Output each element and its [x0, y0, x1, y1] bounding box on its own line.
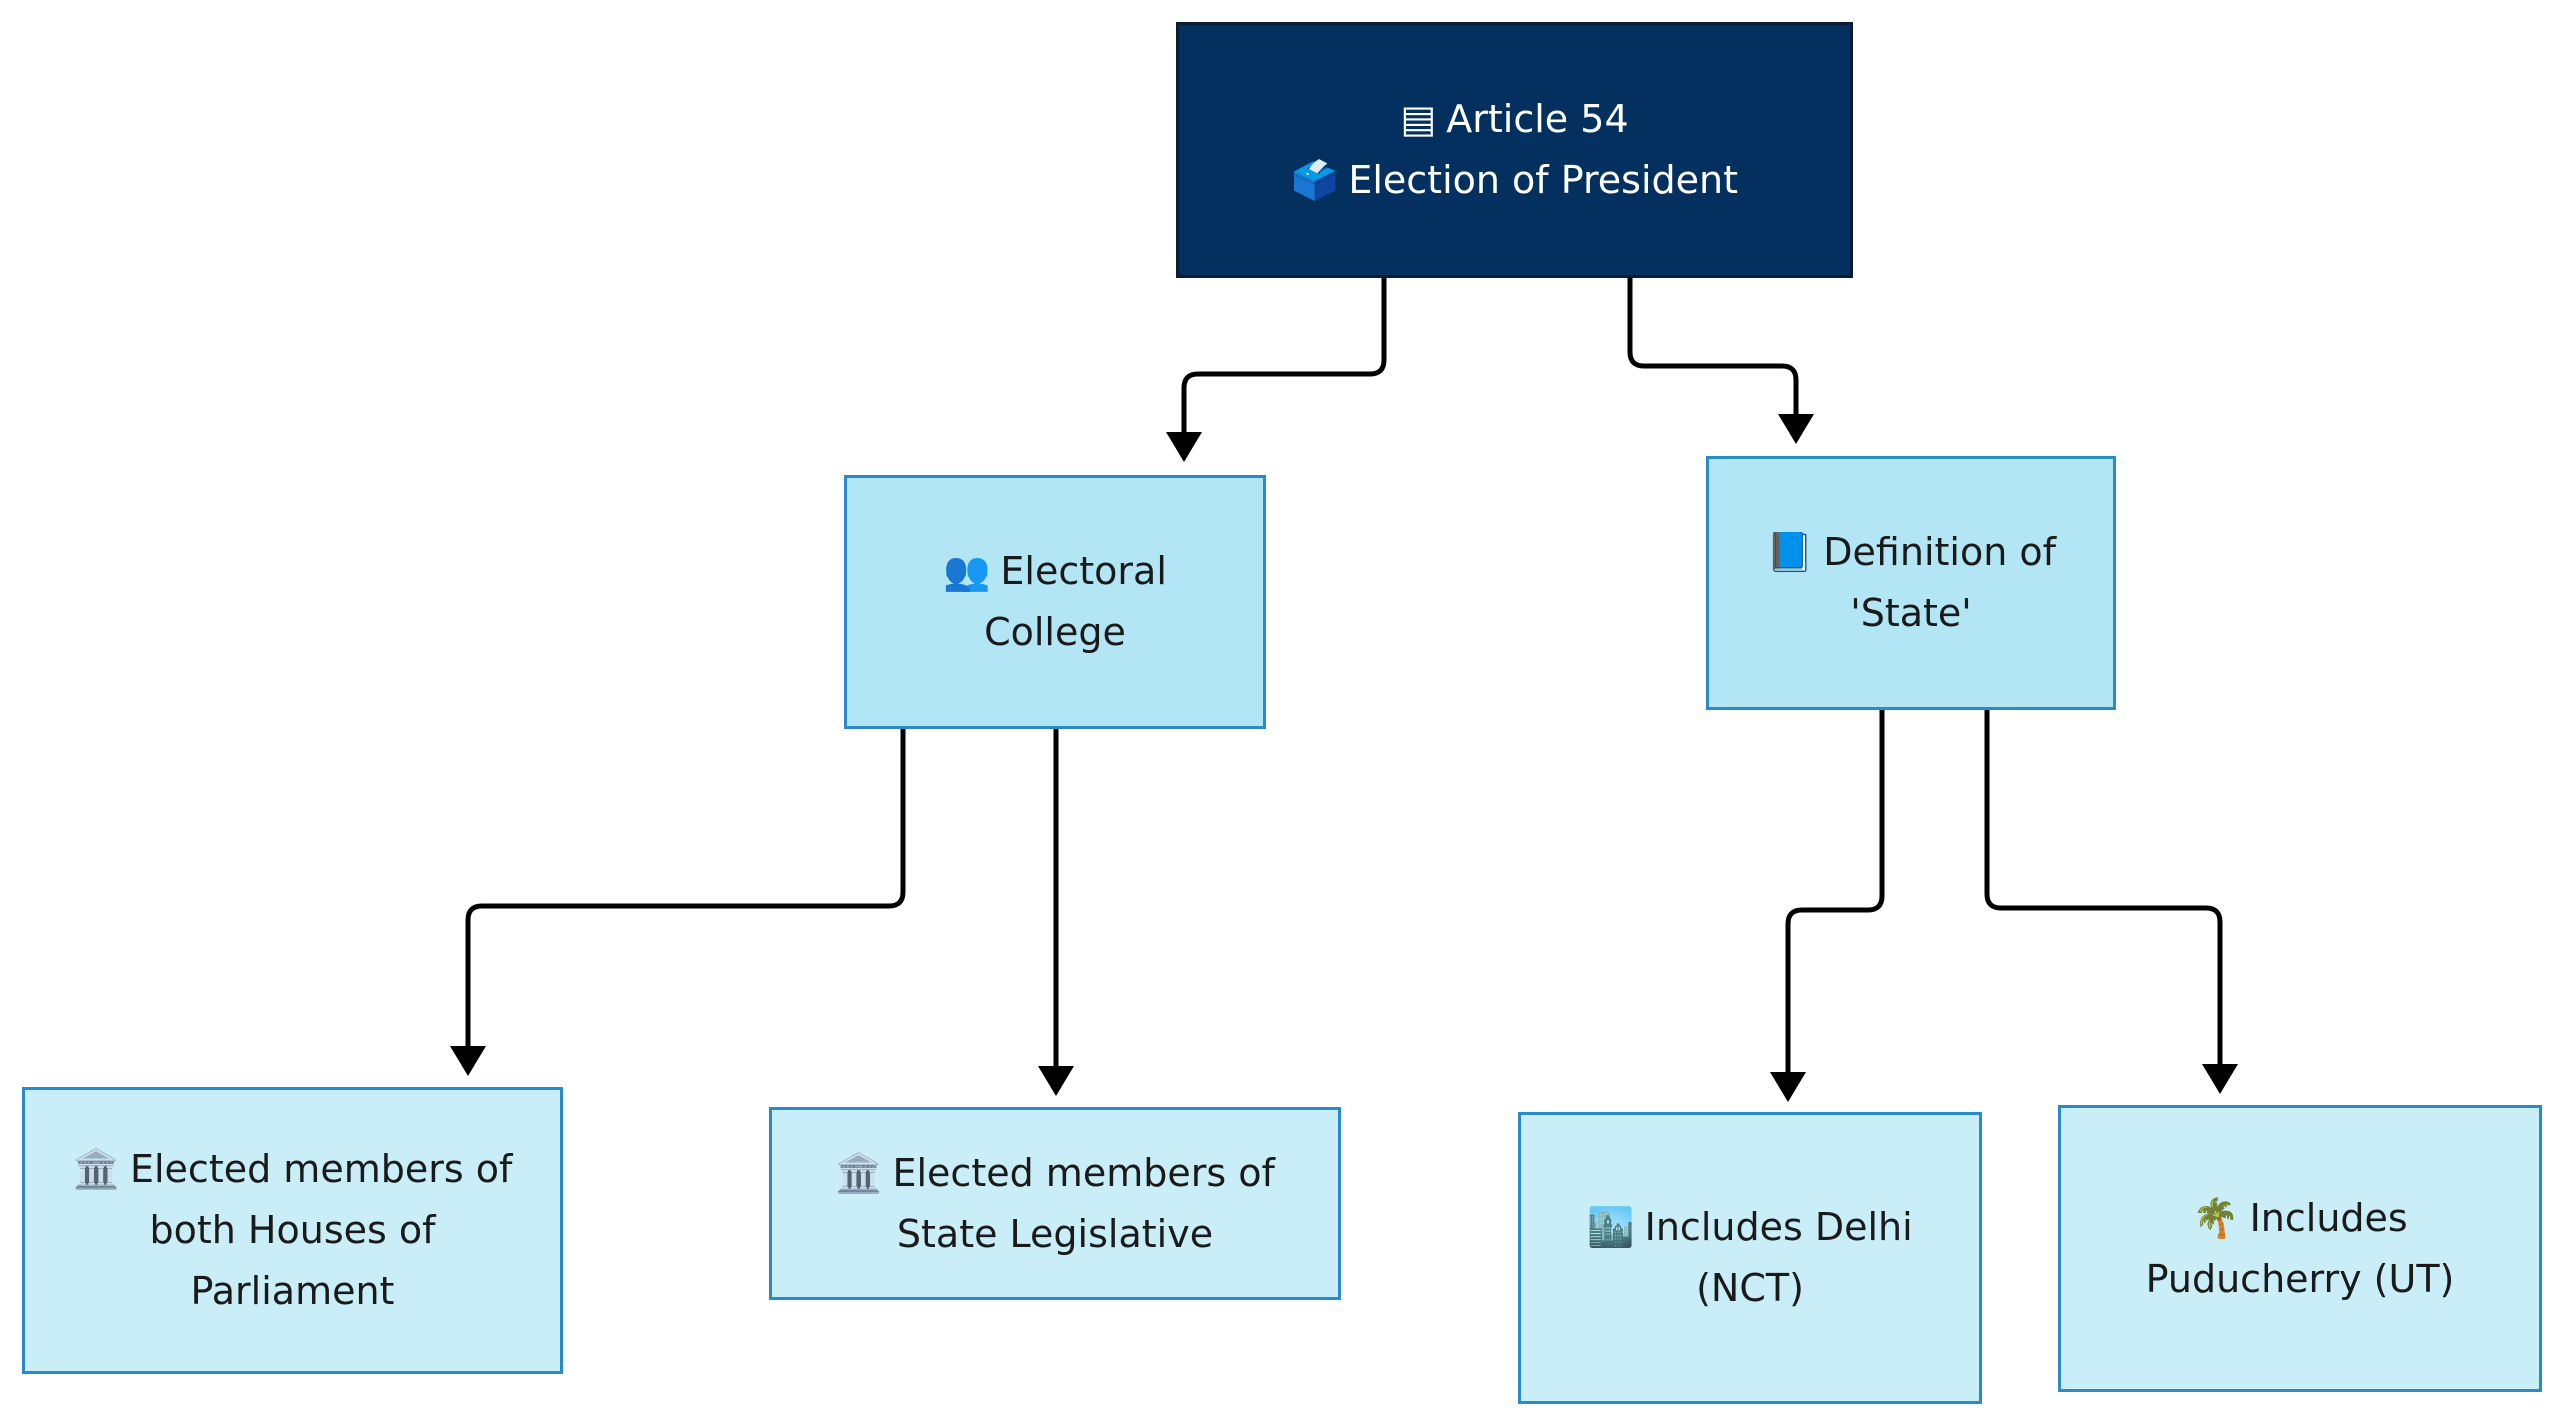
- electoral-college-line-1: 👥Electoral: [943, 541, 1167, 602]
- state-legislative-line-1: 🏛️Elected members of: [835, 1143, 1275, 1204]
- parliament-line-1: 🏛️Elected members of: [73, 1139, 513, 1200]
- classical-building-icon: 🏛️: [72, 1147, 120, 1191]
- puducherry-line-1: 🌴Includes: [2146, 1188, 2455, 1249]
- cityscape-icon: 🏙️: [1587, 1205, 1635, 1249]
- edge-root-to-electoral-college: [1181, 275, 1387, 439]
- delhi-label-2: (NCT): [1696, 1266, 1804, 1310]
- state-legislative-label-2: State Legislative: [896, 1211, 1214, 1256]
- node-parliament-members: 🏛️Elected members of both Houses of Parl…: [22, 1087, 563, 1374]
- node-article-54: ▤Article 54 🗳️Election of President: [1176, 22, 1853, 278]
- node-electoral-college: 👥Electoral College: [844, 475, 1266, 729]
- parliament-label-2: both Houses of: [149, 1208, 436, 1252]
- arrowhead-definition-state: [1778, 414, 1814, 444]
- arrowhead-electoral-college: [1166, 432, 1202, 462]
- puducherry-label-2: Puducherry (UT): [2145, 1256, 2455, 1301]
- edge-root-to-definition-state: [1627, 275, 1799, 421]
- node-state-legislative-members: 🏛️Elected members of State Legislative: [769, 1107, 1341, 1300]
- root-subtitle: Election of President: [1348, 158, 1738, 202]
- electoral-college-label-2: College: [984, 610, 1126, 654]
- people-icon: 👥: [943, 549, 991, 593]
- node-delhi: 🏙️Includes Delhi (NCT): [1518, 1112, 1982, 1404]
- blue-book-icon: 📘: [1765, 530, 1814, 574]
- delhi-label-1: Includes Delhi: [1644, 1205, 1913, 1249]
- classical-building-icon: 🏛️: [835, 1150, 883, 1195]
- arrowhead-state-legislative: [1038, 1066, 1074, 1096]
- definition-state-line-1: 📘Definition of: [1766, 522, 2056, 583]
- root-line-1: ▤Article 54: [1291, 89, 1738, 150]
- arrowhead-puducherry: [2202, 1064, 2238, 1094]
- root-title: Article 54: [1446, 97, 1629, 141]
- definition-state-label-2: 'State': [1850, 591, 1972, 635]
- palm-tree-icon: 🌴: [2192, 1195, 2240, 1240]
- electoral-college-label-1: Electoral: [1000, 549, 1167, 593]
- edge-definition-state-to-delhi: [1785, 707, 1885, 1079]
- edge-electoral-college-to-parliament: [465, 726, 906, 1053]
- parliament-label-3: Parliament: [190, 1269, 395, 1313]
- node-puducherry: 🌴Includes Puducherry (UT): [2058, 1105, 2542, 1392]
- document-icon: ▤: [1400, 97, 1437, 141]
- root-line-2: 🗳️Election of President: [1291, 150, 1738, 211]
- node-definition-of-state: 📘Definition of 'State': [1706, 456, 2116, 710]
- arrowhead-parliament: [450, 1046, 486, 1076]
- parliament-label-1: Elected members of: [129, 1147, 513, 1191]
- definition-state-label-1: Definition of: [1823, 530, 2057, 574]
- ballot-box-icon: 🗳️: [1291, 158, 1339, 202]
- arrowhead-delhi: [1770, 1072, 1806, 1102]
- edge-definition-state-to-puducherry: [1984, 707, 2223, 1071]
- puducherry-label-1: Includes: [2249, 1195, 2408, 1240]
- state-legislative-label-1: Elected members of: [892, 1150, 1275, 1195]
- delhi-line-1: 🏙️Includes Delhi: [1587, 1197, 1912, 1258]
